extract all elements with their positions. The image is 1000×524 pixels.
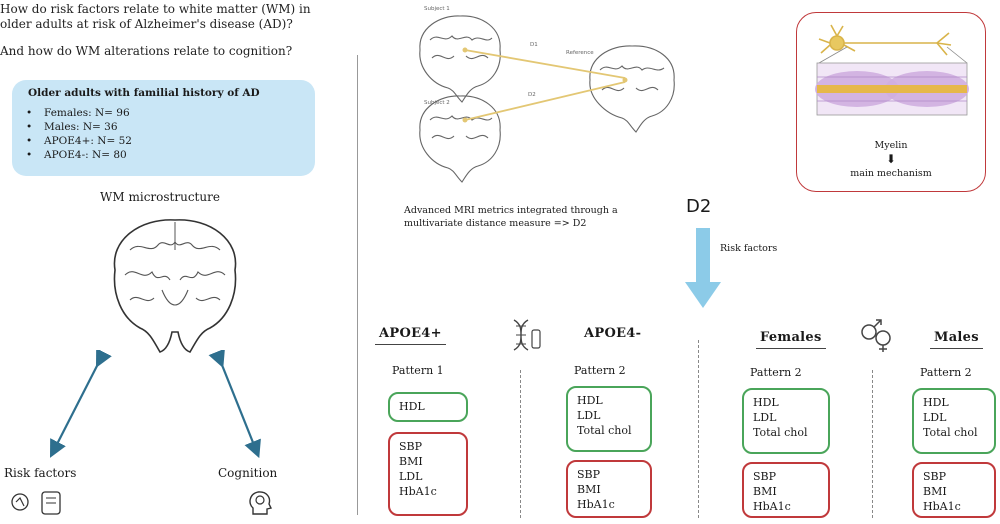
red-item: HbA1c xyxy=(753,500,791,513)
cohort-title: Older adults with familial history of AD xyxy=(28,87,260,99)
risk-factor-icons xyxy=(11,491,61,515)
red-item: SBP xyxy=(399,440,423,453)
red-item: SBP xyxy=(577,468,601,481)
risk-factors-arrow-label: Risk factors xyxy=(720,243,778,254)
red-box: SBP BMI LDL HbA1c xyxy=(388,432,468,516)
myelin-label: Myelin xyxy=(874,140,908,151)
d2-small-label: D2 xyxy=(528,92,536,98)
myelin-arrow-icon: ⬇ xyxy=(885,152,897,166)
red-box: SBP BMI HbA1c xyxy=(742,462,830,518)
question-2: And how do WM alterations relate to cogn… xyxy=(0,44,293,58)
group-pattern: Pattern 2 xyxy=(574,364,626,377)
cohort-list: Females: N= 96 Males: N= 36 APOE4+: N= 5… xyxy=(26,106,132,162)
group-title-apoe4-pos: APOE4+ xyxy=(375,326,446,345)
group-title-males: Males xyxy=(930,330,983,349)
red-item: BMI xyxy=(923,485,947,498)
neuron-myelin-illustration xyxy=(815,24,969,116)
group-pattern: Pattern 1 xyxy=(392,364,444,377)
green-item: Total chol xyxy=(923,426,978,439)
question-1: How do risk factors relate to white matt… xyxy=(0,2,311,31)
red-box: SBP BMI HbA1c xyxy=(566,460,652,518)
risk-factors-label: Risk factors xyxy=(4,466,77,480)
red-item: HbA1c xyxy=(577,498,615,511)
down-arrow-icon xyxy=(685,228,721,308)
reference-label: Reference xyxy=(566,50,594,56)
green-item: LDL xyxy=(923,411,947,424)
cohort-item: Males: N= 36 xyxy=(26,120,132,134)
dna-icon xyxy=(513,319,541,351)
link-arrows xyxy=(49,350,261,459)
separator xyxy=(698,340,699,518)
d1-label: D1 xyxy=(530,42,538,48)
brain-coronal-icon xyxy=(113,219,237,353)
green-item: LDL xyxy=(753,411,777,424)
green-box: HDL xyxy=(388,392,468,422)
green-box: HDL LDL Total chol xyxy=(742,388,830,454)
cognition-head-icon xyxy=(249,491,273,515)
red-item: HbA1c xyxy=(399,485,437,498)
red-item: LDL xyxy=(399,470,423,483)
sex-symbols-icon xyxy=(861,319,891,352)
green-item: HDL xyxy=(753,396,779,409)
red-item: HbA1c xyxy=(923,500,961,513)
cohort-box: Older adults with familial history of AD… xyxy=(12,80,315,176)
subject-2-label: Subject 2 xyxy=(424,100,450,106)
separator xyxy=(520,370,521,518)
green-item: HDL xyxy=(577,394,603,407)
cognition-label: Cognition xyxy=(218,466,278,480)
red-item: BMI xyxy=(753,485,777,498)
cohort-item: Females: N= 96 xyxy=(26,106,132,120)
cohort-item: APOE4+: N= 52 xyxy=(26,134,132,148)
group-title-apoe4-neg: APOE4- xyxy=(584,326,642,341)
cohort-item: APOE4-: N= 80 xyxy=(26,148,132,162)
myelin-box: Myelin ⬇ main mechanism xyxy=(796,12,986,192)
wm-title: WM microstructure xyxy=(100,190,220,204)
red-item: SBP xyxy=(923,470,947,483)
group-title-females: Females xyxy=(756,330,826,349)
group-pattern: Pattern 2 xyxy=(750,366,802,379)
red-box: SBP BMI HbA1c xyxy=(912,462,996,518)
separator xyxy=(872,370,873,518)
red-item: BMI xyxy=(399,455,423,468)
green-item: LDL xyxy=(577,409,601,422)
green-item: HDL xyxy=(923,396,949,409)
green-box: HDL LDL Total chol xyxy=(566,386,652,452)
green-item: Total chol xyxy=(753,426,808,439)
green-box: HDL LDL Total chol xyxy=(912,388,996,454)
red-item: BMI xyxy=(577,483,601,496)
d2-heading: D2 xyxy=(686,196,712,217)
mri-distance-diagram xyxy=(419,15,675,183)
subject-1-label: Subject 1 xyxy=(424,6,450,12)
mechanism-label: main mechanism xyxy=(850,168,932,179)
red-item: SBP xyxy=(753,470,777,483)
green-item: Total chol xyxy=(577,424,632,437)
green-item: HDL xyxy=(399,400,425,413)
mri-caption: Advanced MRI metrics integrated through … xyxy=(404,205,618,229)
group-pattern: Pattern 2 xyxy=(920,366,972,379)
column-divider xyxy=(357,55,358,515)
